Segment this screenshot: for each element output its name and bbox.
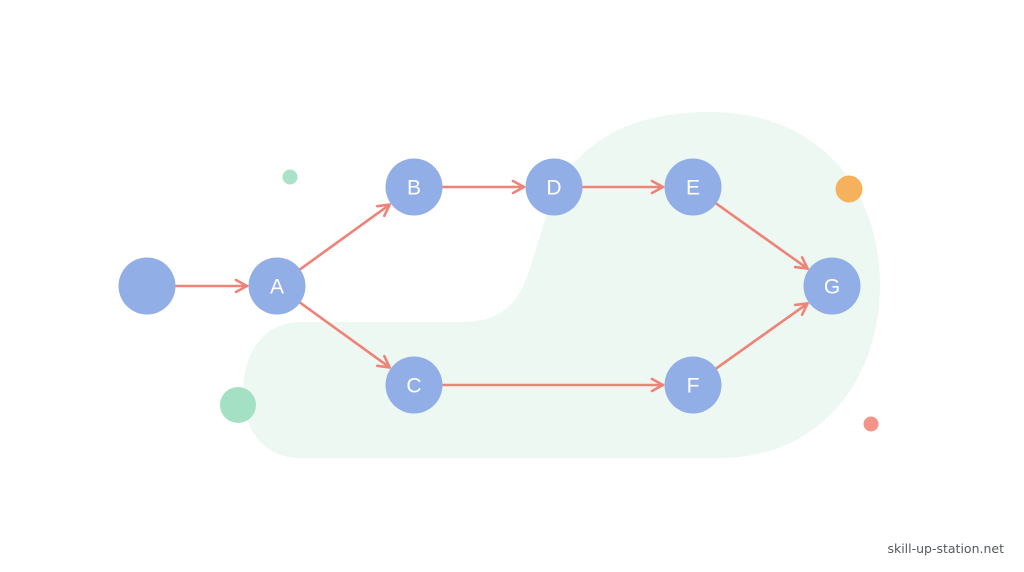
node-e: E: [664, 158, 722, 216]
node-label: C: [406, 375, 421, 398]
node-label: D: [546, 177, 561, 200]
edge-a-to-c: [298, 301, 391, 369]
node-label: B: [407, 177, 421, 200]
decorative-dot: [220, 387, 256, 423]
node-circle: [664, 158, 722, 216]
node-circle: [803, 257, 861, 315]
edge-f-to-g: [714, 302, 809, 370]
node-label: F: [687, 375, 700, 398]
node-c: C: [385, 356, 443, 414]
node-label: A: [270, 276, 284, 299]
decorative-dot: [282, 169, 298, 185]
node-label: G: [824, 276, 840, 299]
node-b: B: [385, 158, 443, 216]
node-label: E: [686, 177, 700, 200]
watermark-text: skill-up-station.net: [887, 541, 1004, 556]
edge-e-to-g: [714, 202, 809, 270]
node-circle: [664, 356, 722, 414]
decorative-dot: [835, 175, 863, 203]
edge-a-to-b: [298, 203, 391, 271]
node-g: G: [803, 257, 861, 315]
edges-layer: [174, 179, 809, 393]
node-circle: [118, 257, 176, 315]
nodes-layer: A B C D E F G: [118, 158, 861, 414]
decorative-dot: [863, 416, 879, 432]
node-circle: [248, 257, 306, 315]
node-circle: [385, 356, 443, 414]
node-f: F: [664, 356, 722, 414]
node-a: A: [248, 257, 306, 315]
node-circle: [525, 158, 583, 216]
node-d: D: [525, 158, 583, 216]
node-circle: [385, 158, 443, 216]
node-start: [118, 257, 176, 315]
